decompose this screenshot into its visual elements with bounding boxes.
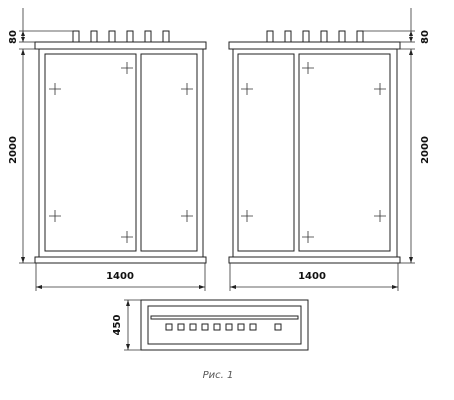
plan-outer-outline	[140, 299, 309, 351]
plan-view	[140, 299, 309, 351]
left-cabinet-base	[34, 256, 207, 264]
left-cabinet-top-cap	[34, 41, 207, 50]
left-cabinet-door-large	[44, 53, 137, 252]
right-cabinet-door-large	[298, 53, 391, 252]
plan-depth-label: 450	[112, 315, 123, 336]
plan-busbar	[150, 315, 299, 320]
right-height-label: 2000	[420, 136, 431, 164]
left-vertical-dimension: 2000 80	[8, 8, 73, 264]
right-top-terminals	[266, 30, 364, 43]
figure-caption: Рис. 1	[203, 370, 234, 381]
plan-inner-outline	[147, 305, 302, 345]
left-width-dimension: 1400	[35, 263, 206, 291]
left-cabinet-door-small	[140, 53, 198, 252]
right-top-height-label: 80	[420, 30, 431, 44]
left-lock-marks	[49, 62, 193, 243]
right-cabinet-body	[232, 48, 398, 258]
left-height-label: 2000	[8, 136, 19, 164]
plan-terminals	[165, 323, 282, 331]
left-top-height-label: 80	[8, 30, 19, 44]
left-cabinet-front-view	[34, 30, 207, 264]
left-cabinet-body	[38, 48, 204, 258]
right-cabinet-door-small	[237, 53, 295, 252]
right-lock-marks	[241, 62, 386, 243]
right-cabinet-base	[228, 256, 401, 264]
left-top-terminals	[72, 30, 170, 43]
plan-depth-dimension: 450	[112, 299, 141, 351]
left-width-label: 1400	[106, 271, 134, 282]
right-width-label: 1400	[298, 271, 326, 282]
right-width-dimension: 1400	[229, 263, 399, 291]
right-cabinet-top-cap	[228, 41, 401, 50]
right-vertical-dimension: 2000 80	[363, 8, 431, 264]
right-cabinet-front-view	[228, 30, 401, 264]
